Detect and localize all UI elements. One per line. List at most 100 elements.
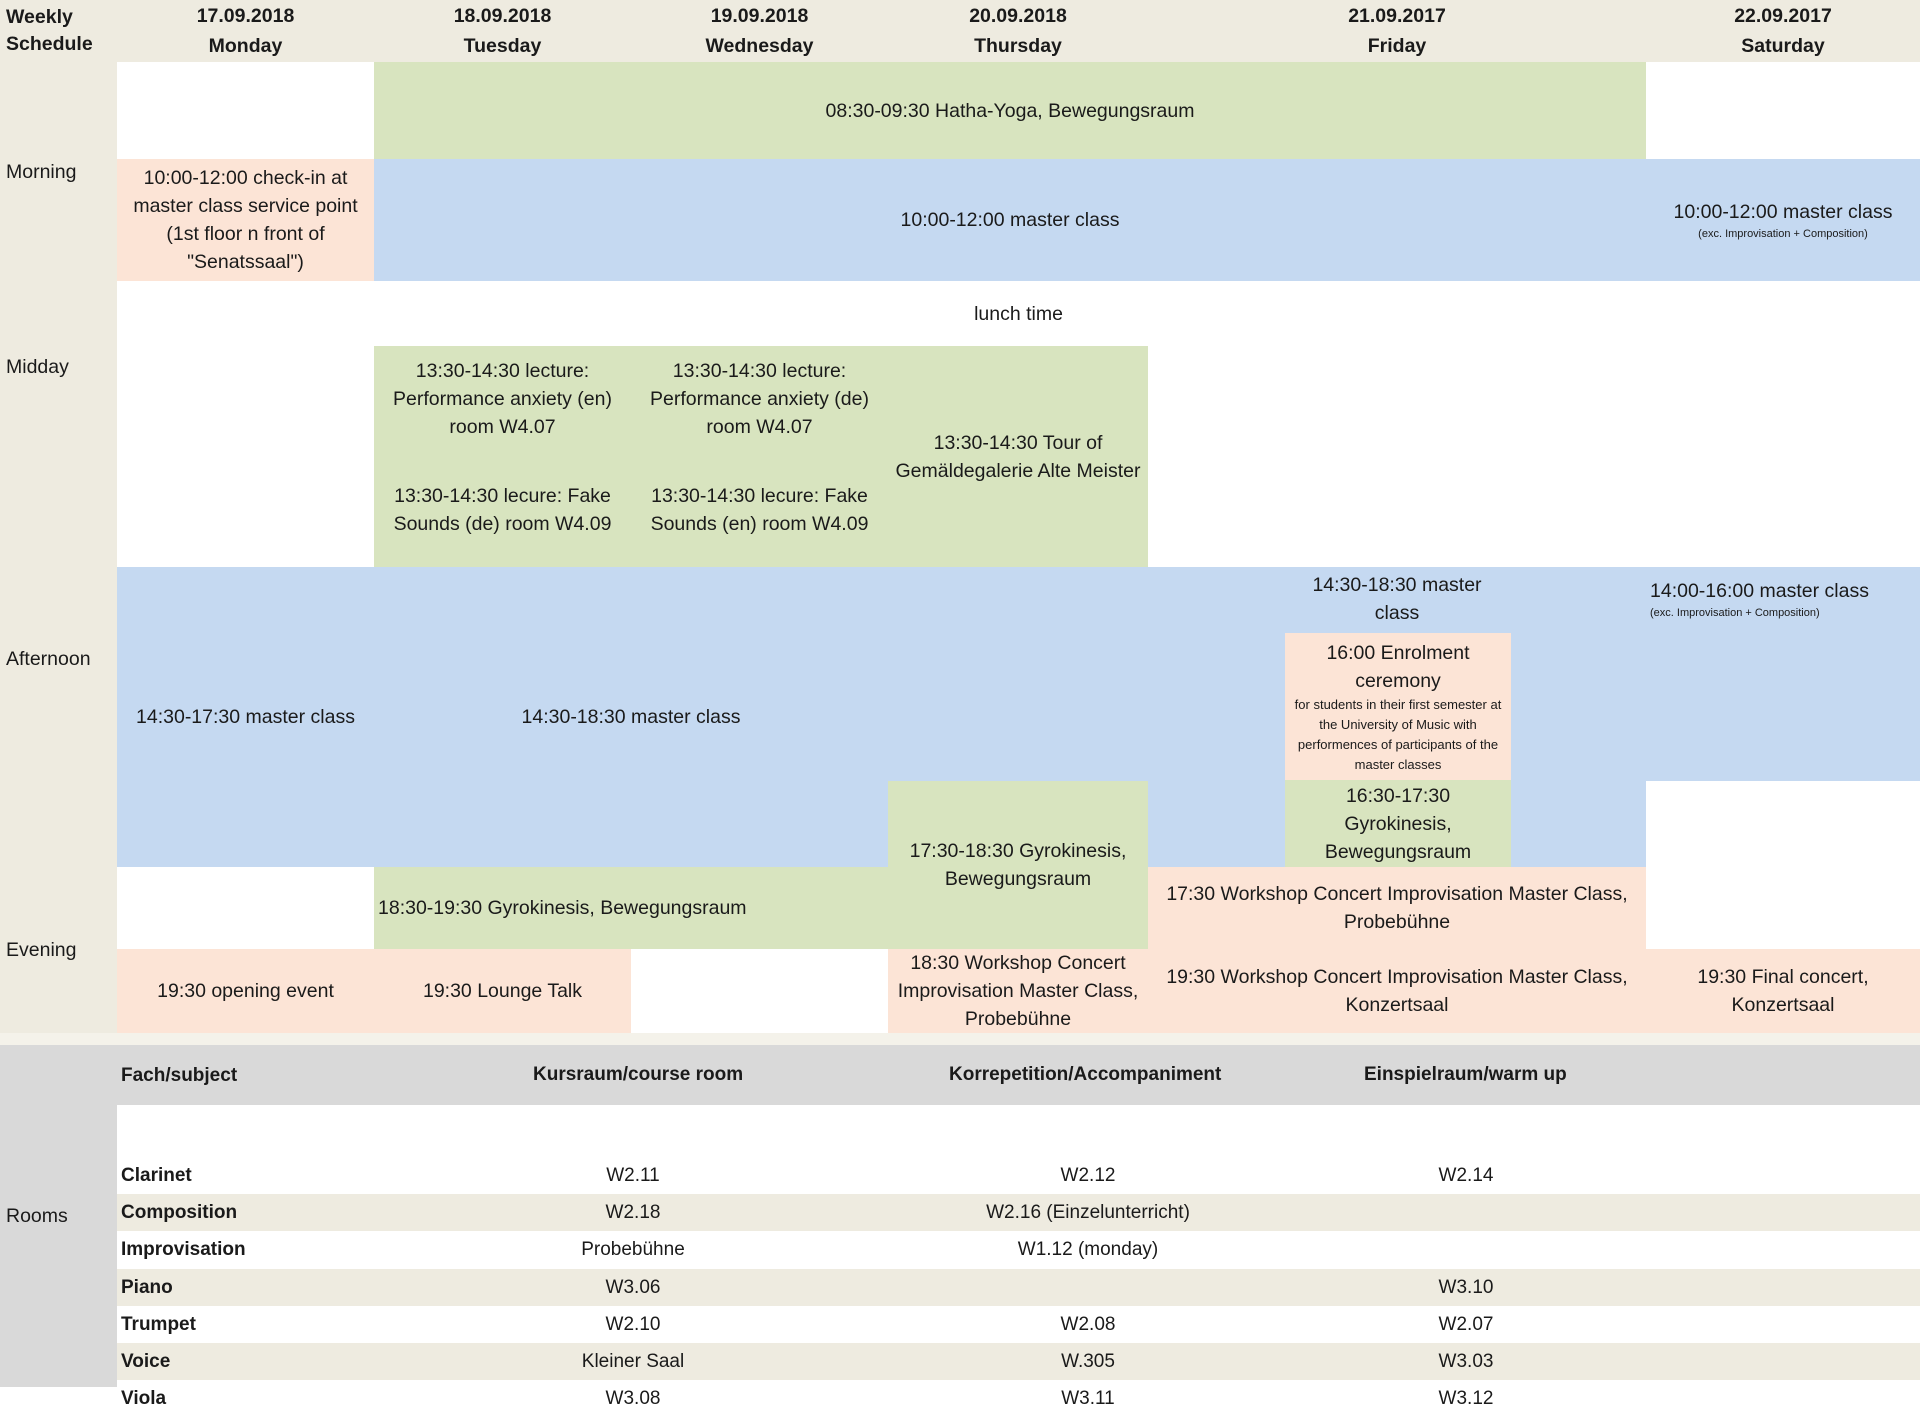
room-course: W3.06 <box>605 1276 661 1298</box>
period-rooms-label: Rooms <box>6 1205 68 1227</box>
event-opening: 19:30 opening event <box>117 949 374 1033</box>
room-accompaniment: W1.12 (monday) <box>1017 1239 1159 1261</box>
room-subject: Voice <box>121 1351 171 1372</box>
empty-mon-early <box>117 62 374 159</box>
event-text: 14:30-18:30 master class <box>521 706 741 728</box>
period-rooms: Rooms <box>0 1045 117 1387</box>
empty-sat-early <box>1646 62 1920 159</box>
event-tour-gemaeldegalerie: 13:30-14:30 Tour of Gemäldegalerie Alte … <box>888 346 1148 567</box>
day-date: 19.09.2018 <box>710 5 809 27</box>
room-subject: Clarinet <box>121 1165 192 1186</box>
rooms-header-accompaniment: Korrepetition/Accompaniment <box>949 1064 1222 1085</box>
day-name: Friday <box>1367 35 1427 57</box>
corner-header: Weekly Schedule <box>0 0 117 62</box>
event-lounge-talk: 19:30 Lounge Talk <box>374 949 631 1033</box>
day-date: 21.09.2017 <box>1348 5 1446 27</box>
rooms-header-course: Kursraum/course room <box>533 1064 744 1085</box>
room-accompaniment: W2.08 <box>1060 1313 1116 1335</box>
event-master-class-thu-aft <box>888 567 1148 781</box>
event-master-class-sat-aft: 14:00-16:00 master class (exc. Improvisa… <box>1646 567 1920 781</box>
event-lecture-wed-anxiety: 13:30-14:30 lecture: Performance anxiety… <box>631 346 888 452</box>
period-afternoon: Afternoon <box>0 567 117 867</box>
room-course: Kleiner Saal <box>581 1351 685 1372</box>
event-text: 13:30-14:30 lecture: Performance anxiety… <box>650 360 869 438</box>
room-warmup: W2.14 <box>1438 1165 1494 1186</box>
event-note: (exc. Improvisation + Composition) <box>1650 607 1820 619</box>
event-enrolment-ceremony: 16:00 Enrolment ceremony for students in… <box>1285 633 1511 780</box>
empty-sat-late-aft <box>1646 781 1920 867</box>
rooms-spacer-row <box>117 1105 1920 1157</box>
period-midday-lower <box>0 452 117 567</box>
period-evening: Evening <box>0 867 117 1033</box>
room-subject: Composition <box>121 1202 238 1224</box>
event-text: 19:30 opening event <box>157 980 334 1002</box>
table-row <box>117 1157 1920 1195</box>
room-course: W2.10 <box>605 1313 661 1335</box>
day-name: Saturday <box>1741 35 1825 57</box>
event-text: 17:30-18:30 Gyrokinesis, Bewegungsraum <box>909 840 1127 890</box>
room-subject: Improvisation <box>121 1239 246 1261</box>
corner-line-2: Schedule <box>6 33 93 55</box>
event-hatha-yoga: 08:30-09:30 Hatha-Yoga, Bewegungsraum <box>374 62 1646 159</box>
room-accompaniment: W3.11 <box>1061 1388 1115 1410</box>
period-midday-label: Midday <box>6 355 69 378</box>
room-warmup: W3.10 <box>1438 1276 1494 1298</box>
event-text: 13:30-14:30 Tour of Gemäldegalerie Alte … <box>895 431 1141 482</box>
day-header-tuesday: 18.09.2018 Tuesday <box>374 0 631 62</box>
event-lecture-wed-fake-sounds: 13:30-14:30 lecure: Fake Sounds (en) roo… <box>631 452 888 567</box>
event-master-class-mon-aft: 14:30-17:30 master class <box>117 567 374 867</box>
period-midday: Midday <box>0 281 117 452</box>
event-final-concert: 19:30 Final concert, Konzertsaal <box>1646 949 1920 1033</box>
event-lecture-tue-anxiety: 13:30-14:30 lecture: Performance anxiety… <box>374 346 631 452</box>
table-row <box>117 1380 1920 1417</box>
event-text: 10:00-12:00 check-in at master class ser… <box>133 167 358 273</box>
rooms-header-row <box>117 1045 1920 1105</box>
corner-line-1: Weekly <box>6 6 73 28</box>
day-name: Tuesday <box>463 35 542 57</box>
day-name: Wednesday <box>705 35 814 57</box>
room-warmup: W3.12 <box>1438 1388 1494 1410</box>
empty-mon-evening <box>117 867 374 949</box>
day-date: 18.09.2018 <box>453 5 552 27</box>
day-header-thursday: 20.09.2018 Thursday <box>888 0 1148 62</box>
event-text: 14:30-17:30 master class <box>136 706 355 728</box>
table-row <box>117 1268 1920 1306</box>
event-text: 19:30 Lounge Talk <box>422 980 583 1002</box>
day-date: 20.09.2018 <box>969 5 1067 27</box>
room-accompaniment: W2.12 <box>1060 1165 1116 1186</box>
empty-fri-sat-midday <box>1148 346 1920 567</box>
room-subject: Piano <box>121 1276 173 1298</box>
rooms-header-warmup: Einspielraum/warm up <box>1364 1064 1567 1085</box>
table-row <box>117 1231 1920 1269</box>
event-text: 18:30 Workshop Concert Improvisation Mas… <box>897 952 1139 1030</box>
room-course: W2.11 <box>606 1165 660 1186</box>
event-text: 16:30-17:30 Gyrokinesis, Bewegungsraum <box>1324 784 1472 863</box>
room-accompaniment: W2.16 (Einzelunterricht) <box>986 1202 1190 1224</box>
table-row <box>117 1194 1920 1232</box>
event-workshop-concert-fri-2: 19:30 Workshop Concert Improvisation Mas… <box>1148 949 1646 1033</box>
event-note: for students in their first semester at … <box>1294 696 1502 772</box>
period-evening-label: Evening <box>6 939 77 961</box>
period-afternoon-label: Afternoon <box>6 648 91 670</box>
event-text: 10:00-12:00 master class <box>1673 201 1893 223</box>
empty-wed-evening <box>631 949 888 1033</box>
event-master-class-tue-wed-aft: 14:30-18:30 master class <box>374 567 888 867</box>
room-course: W2.18 <box>605 1202 661 1224</box>
table-row <box>117 1305 1920 1343</box>
table-row <box>117 1343 1920 1381</box>
event-gyrokinesis-fri: 16:30-17:30 Gyrokinesis, Bewegungsraum <box>1285 780 1511 867</box>
event-gyrokinesis-tue-wed: 18:30-19:30 Gyrokinesis, Bewegungsraum <box>374 867 888 949</box>
empty-mon-midday <box>117 346 374 567</box>
event-lecture-tue-fake-sounds: 13:30-14:30 lecure: Fake Sounds (de) roo… <box>374 452 631 567</box>
event-text: 18:30-19:30 Gyrokinesis, Bewegungsraum <box>378 897 747 919</box>
event-text: 10:00-12:00 master class <box>900 209 1120 231</box>
room-warmup: W3.03 <box>1438 1351 1494 1372</box>
period-morning: Morning <box>0 62 117 281</box>
event-text: 19:30 Workshop Concert Improvisation Mas… <box>1166 966 1628 1016</box>
day-header-monday: 17.09.2018 Monday <box>117 0 374 62</box>
room-subject: Viola <box>121 1388 167 1410</box>
event-workshop-concert-thu: 18:30 Workshop Concert Improvisation Mas… <box>888 949 1148 1033</box>
event-text: 17:30 Workshop Concert Improvisation Mas… <box>1166 883 1628 933</box>
rooms-header-subject: Fach/subject <box>121 1065 238 1086</box>
